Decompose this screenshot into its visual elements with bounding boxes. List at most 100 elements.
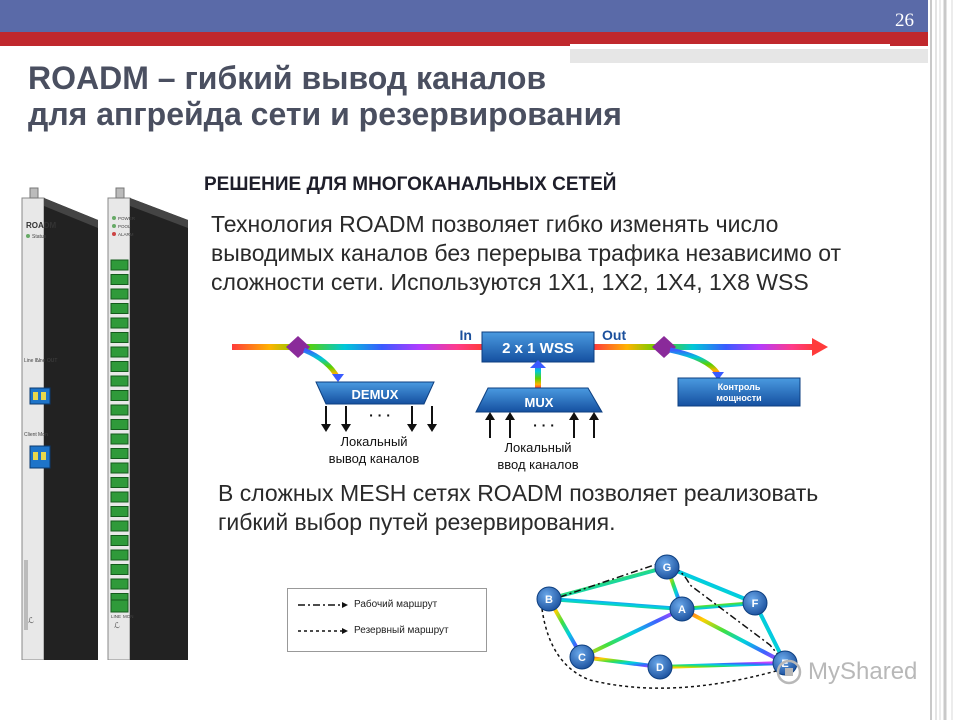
fiber-port xyxy=(110,361,129,372)
card2-pool: POOL xyxy=(118,224,131,229)
mesh-network-diagram: B G A F C D E xyxy=(536,554,798,689)
mux-box xyxy=(475,387,603,413)
fiber-port xyxy=(110,317,129,329)
svg-text:D: D xyxy=(656,662,664,674)
demux-output-arrows xyxy=(325,406,433,426)
power-branch xyxy=(669,347,721,376)
fiber-port xyxy=(110,274,129,285)
fiber-port xyxy=(110,506,129,517)
mux-input-arrows xyxy=(489,418,595,438)
roadm-description: Технология ROADM позволяет гибко изменят… xyxy=(211,210,841,297)
fiber-port xyxy=(110,549,129,561)
fiber-port xyxy=(110,346,129,358)
mesh-description: В сложных MESH сетях ROADM позволяет реа… xyxy=(218,479,818,537)
legend-working-label: Рабочий маршрут xyxy=(354,599,438,610)
fiber-port xyxy=(110,404,129,416)
mesh-node: G xyxy=(654,554,680,580)
card1-line-in: Line IN xyxy=(24,358,40,364)
fiber-port xyxy=(110,259,129,271)
title-line-2: для апгрейда сети и резервирования xyxy=(28,96,622,132)
mesh-node: A xyxy=(669,596,695,622)
fiber-port xyxy=(110,448,129,459)
description-line: выводимых каналов без перерыва трафика н… xyxy=(211,240,842,266)
page-number: 26 xyxy=(895,10,914,31)
title-line-1: ROADM – гибкий вывод каналов xyxy=(28,60,547,96)
power-control-box xyxy=(677,377,801,407)
card2-line: LINE xyxy=(111,614,121,619)
fiber-port xyxy=(110,419,129,430)
legend-working: Рабочий маршрут xyxy=(296,599,437,610)
local-in-line-2: ввод каналов xyxy=(497,457,578,472)
output-arrow xyxy=(812,338,828,356)
header-grey-stripe xyxy=(570,49,930,63)
power-control-line-1: Контроль xyxy=(718,382,761,392)
out-label: Out xyxy=(602,327,626,343)
svg-text:A: A xyxy=(678,604,686,616)
fiber-port xyxy=(110,433,129,445)
route-legend: Рабочий маршрут Резервный маршрут xyxy=(287,588,487,652)
svg-text:C: C xyxy=(578,652,586,664)
line-port xyxy=(110,599,129,613)
fiber-port xyxy=(110,303,129,314)
fiber-port xyxy=(110,375,129,387)
demux-branch xyxy=(303,347,341,380)
slide-title: ROADM – гибкий вывод каналов для апгрейд… xyxy=(28,60,622,132)
splitter-diamond xyxy=(286,336,310,358)
header-white-stripe xyxy=(570,44,890,49)
card1-status: Status xyxy=(32,234,47,240)
demux-label: DEMUX xyxy=(352,387,399,402)
local-in-line-1: Локальный xyxy=(504,440,571,455)
in-label: In xyxy=(460,327,472,343)
fiber-port xyxy=(110,332,129,343)
roadm-hardware-image: ROADM Status Line IN Line OUT Client Mon… xyxy=(21,187,188,660)
fiber-port xyxy=(110,288,129,300)
fiber-port xyxy=(110,462,129,474)
roadm-card-1: ROADM Status Line IN Line OUT Client Mon… xyxy=(21,187,98,660)
wss-diagram: 2 x 1 WSS In Out DEMUX · · · Локальный в… xyxy=(232,327,828,472)
mesh-description-line: В сложных MESH сетях ROADM позволяет реа… xyxy=(218,480,819,506)
fiber-port xyxy=(110,390,129,401)
card2-power: POWER xyxy=(118,216,136,221)
fiber-port xyxy=(110,535,129,546)
description-line: Технология ROADM позволяет гибко изменят… xyxy=(211,211,779,237)
card1-mon: Mon xyxy=(38,432,48,438)
mesh-node: B xyxy=(536,586,562,612)
mesh-node: F xyxy=(742,590,768,616)
fiber-port xyxy=(110,520,129,532)
fiber-port xyxy=(110,578,129,590)
legend-backup: Резервный маршрут xyxy=(296,625,449,636)
mux-uplink xyxy=(535,364,541,388)
fiber-port xyxy=(110,491,129,503)
local-out-line-1: Локальный xyxy=(340,434,407,449)
demux-dots: · · · xyxy=(369,407,391,423)
mesh-node: C xyxy=(569,644,595,670)
coupler-diamond xyxy=(652,336,676,358)
mesh-node: D xyxy=(647,654,673,680)
mux-dots: · · · xyxy=(533,417,555,433)
svg-text:F: F xyxy=(752,598,759,610)
section-subtitle: РЕШЕНИЕ ДЛЯ МНОГОКАНАЛЬНЫХ СЕТЕЙ xyxy=(204,174,617,195)
mux-label: MUX xyxy=(525,395,554,410)
description-line: сложности сети. Используются 1Х1, 1Х2, 1… xyxy=(211,269,809,295)
demux-box xyxy=(315,381,435,405)
power-control-line-2: мощности xyxy=(716,393,761,403)
card1-label: ROADM xyxy=(26,221,57,230)
svg-text:B: B xyxy=(545,594,553,606)
header-red-stripe-right xyxy=(570,40,930,44)
main-signal-line-right xyxy=(594,344,814,350)
main-signal-line-left xyxy=(232,344,482,350)
legend-backup-label: Резервный маршрут xyxy=(354,625,449,636)
roadm-card-2: POWER POOL ALARM LINE MON ℒ xyxy=(107,187,188,660)
svg-text:ℒ: ℒ xyxy=(28,616,34,625)
right-decor-lines xyxy=(928,0,960,720)
card1-line-out: Line OUT xyxy=(36,358,57,364)
card2-alarm: ALARM xyxy=(118,232,134,237)
wss-label: 2 x 1 WSS xyxy=(502,340,574,357)
fiber-port xyxy=(110,564,129,575)
svg-text:E: E xyxy=(781,658,788,670)
watermark-text: MyShared xyxy=(808,658,918,685)
svg-text:ℒ: ℒ xyxy=(114,621,120,630)
card1-client: Client xyxy=(24,432,37,438)
card2-mon: MON xyxy=(123,614,134,619)
fiber-port xyxy=(110,477,129,488)
